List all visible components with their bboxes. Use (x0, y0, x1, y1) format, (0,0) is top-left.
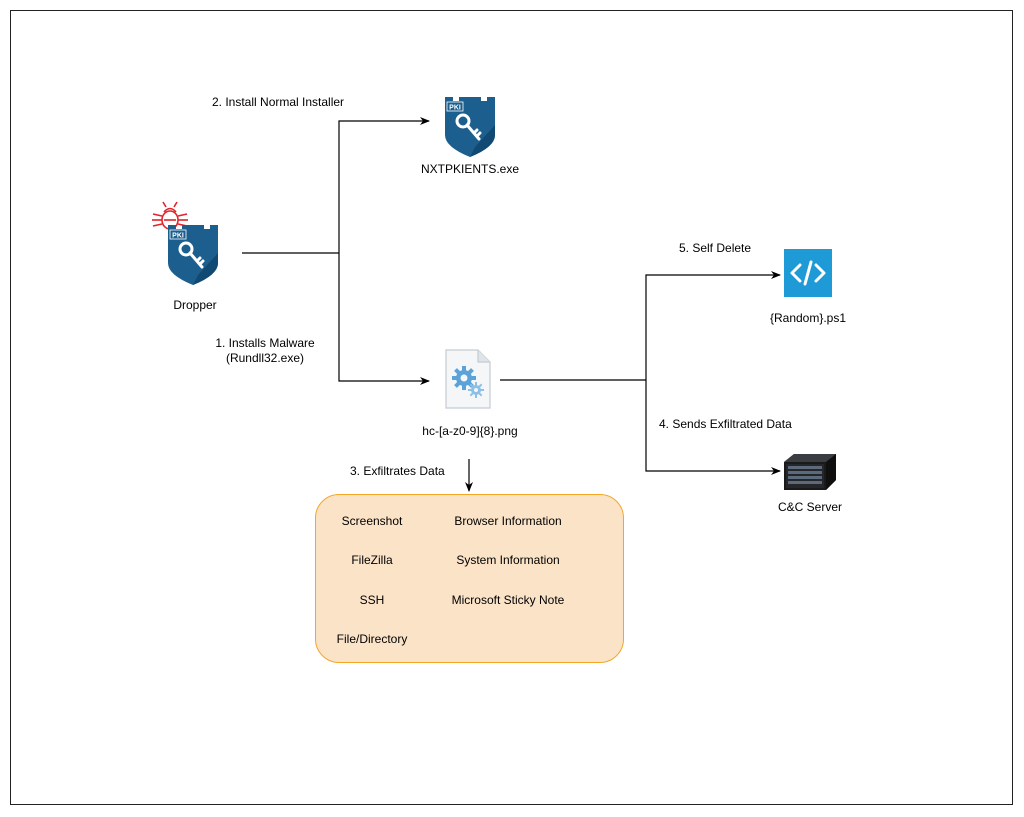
install-normal-label: 2. Install Normal Installer (212, 95, 345, 109)
cc-server-label: C&C Server (777, 500, 842, 514)
exfil-item-screenshot: Screenshot (341, 514, 403, 528)
ps1-script-label: {Random}.ps1 (769, 311, 847, 325)
edge-installs-malware (338, 253, 430, 385)
installs-malware-label-line2: (Rundll32.exe) (225, 351, 305, 365)
exfil-item-system-info: System Information (456, 553, 560, 567)
edge-sends-data (645, 380, 781, 475)
edge-install-normal (338, 117, 430, 253)
installer-label: NXTPKIENTS.exe (420, 162, 520, 176)
exfil-item-ssh: SSH (359, 593, 385, 607)
sends-data-label: 4. Sends Exfiltrated Data (659, 417, 792, 431)
exfil-item-filezilla: FileZilla (351, 553, 393, 567)
dropper-pki-badge: PKI (172, 233, 184, 240)
malware-bug-icon (152, 201, 188, 230)
installer-pki-badge: PKI (449, 105, 461, 112)
server-icon (784, 454, 836, 490)
installer-shield-icon: PKI (445, 97, 495, 157)
exfil-item-sticky-note: Microsoft Sticky Note (451, 593, 565, 607)
exfiltrates-label: 3. Exfiltrates Data (350, 464, 445, 478)
installs-malware-label-line1: 1. Installs Malware (215, 336, 315, 350)
dropper-shield-icon: PKI (168, 225, 218, 285)
png-file-label: hc-[a-z0-9]{8}.png (422, 424, 518, 438)
edge-self-delete (645, 271, 781, 380)
exfil-item-file-directory: File/Directory (336, 632, 408, 646)
self-delete-label: 5. Self Delete (679, 241, 752, 255)
script-code-icon (784, 249, 832, 297)
exfiltrated-data-box: Screenshot Browser Information FileZilla… (315, 494, 624, 663)
gear-file-icon (445, 349, 491, 409)
diagram-frame (10, 10, 1013, 805)
dropper-label: Dropper (173, 298, 217, 312)
exfil-item-browser-info: Browser Information (454, 514, 562, 528)
